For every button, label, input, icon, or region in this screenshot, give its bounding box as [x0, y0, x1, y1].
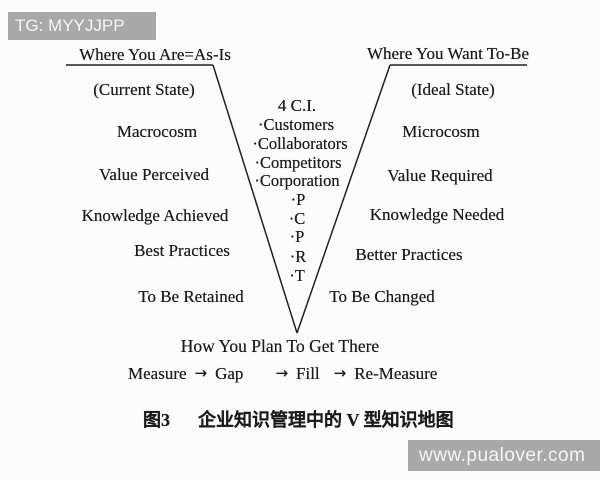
process-step-gap: Gap: [215, 364, 244, 383]
center-item-corporation: ·Corporation: [254, 171, 340, 190]
process-flow: Measure → Gap → Fill → Re-Measure: [128, 364, 437, 384]
left-item-knowledge-achieved: Knowledge Achieved: [81, 206, 229, 225]
figure-caption-text: 企业知识管理中的 V 型知识地图: [198, 410, 454, 430]
watermark-bottom-right: www.pualover.com: [408, 440, 600, 471]
left-state-label: (Current State): [93, 80, 195, 99]
center-item-r: ·R: [289, 247, 307, 266]
right-item-value-required: Value Required: [387, 166, 493, 185]
figure-caption: 图3 企业知识管理中的 V 型知识地图: [143, 406, 454, 432]
center-heading-4ci: 4 C.I.: [277, 96, 317, 115]
process-step-measure: Measure: [128, 364, 187, 383]
process-step-fill: Fill: [296, 364, 320, 383]
center-item-competitors: ·Competitors: [254, 153, 342, 172]
center-item-p1: ·P: [290, 190, 306, 209]
right-item-to-be-changed: To Be Changed: [329, 287, 435, 306]
right-state-label: (Ideal State): [411, 80, 495, 99]
right-item-microcosm: Microcosm: [402, 122, 480, 141]
left-item-best-practices: Best Practices: [134, 241, 230, 260]
watermark-top-left-text: TG: MYYJJPP: [15, 16, 125, 35]
process-step-re-measure: Re-Measure: [354, 364, 438, 383]
watermark-top-left: TG: MYYJJPP: [8, 12, 156, 40]
center-item-c: ·C: [288, 209, 306, 228]
left-item-macrocosm: Macrocosm: [116, 122, 198, 141]
center-item-t: ·T: [289, 266, 305, 285]
plan-line: How You Plan To Get There: [180, 336, 380, 356]
right-item-better-practices: Better Practices: [355, 245, 463, 264]
center-item-collaborators: ·Collaborators: [252, 134, 348, 153]
arrow-icon: →: [194, 364, 208, 382]
figure-caption-label: 图3: [143, 410, 170, 430]
watermark-bottom-right-text: www.pualover.com: [419, 444, 586, 466]
arrow-icon: →: [333, 364, 347, 382]
left-item-value-perceived: Value Perceived: [99, 165, 209, 184]
center-item-customers: ·Customers: [257, 115, 335, 134]
center-item-p2: ·P: [289, 227, 305, 246]
left-title: Where You Are=As-Is: [79, 45, 231, 64]
right-item-knowledge-needed: Knowledge Needed: [369, 205, 505, 224]
arrow-icon: →: [275, 364, 289, 382]
left-item-to-be-retained: To Be Retained: [138, 287, 244, 306]
right-title: Where You Want To-Be: [366, 44, 530, 63]
